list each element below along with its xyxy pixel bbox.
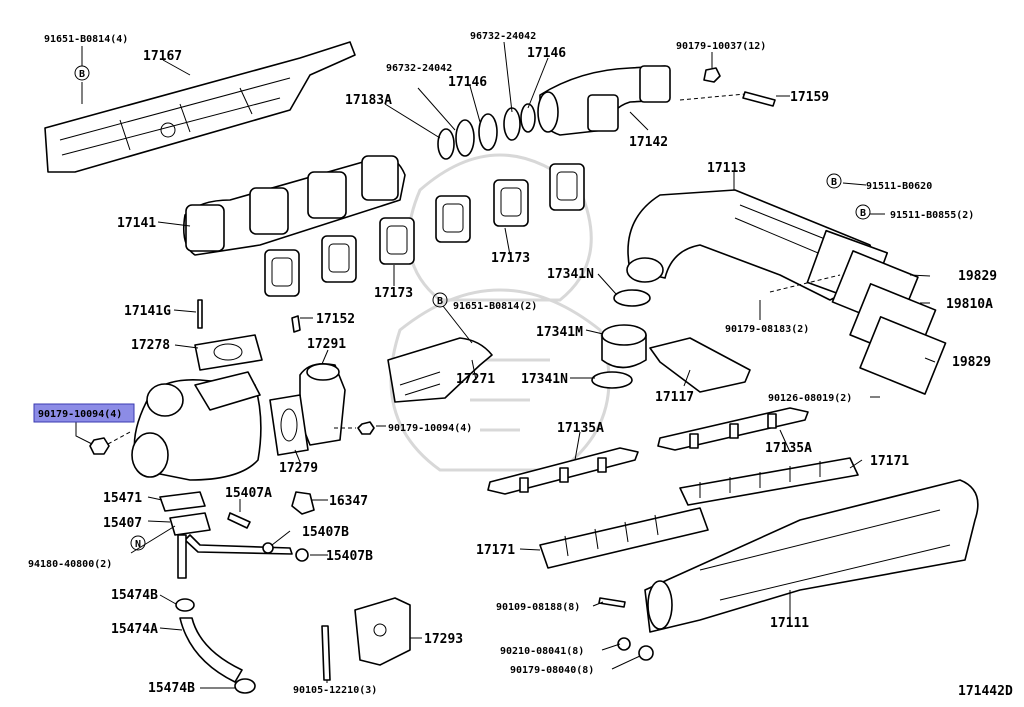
label-15407[interactable]: 15407 xyxy=(103,516,142,531)
stud-17159[interactable] xyxy=(679,67,776,107)
nut-90179-10094[interactable] xyxy=(89,421,375,455)
hose-17341m[interactable] xyxy=(591,289,651,389)
label-19810a[interactable]: 19810A xyxy=(946,297,993,312)
heat-insulator-17167[interactable] xyxy=(44,41,356,173)
label-15407b-a[interactable]: 15407B xyxy=(302,525,349,540)
label-17141g[interactable]: 17141G xyxy=(124,304,171,319)
turbocharger[interactable] xyxy=(131,371,262,481)
intake-gasket-17171-upper[interactable] xyxy=(679,457,859,506)
label-94180-40800[interactable]: 94180-40800(2) xyxy=(28,559,112,570)
b-marker-4: B xyxy=(860,208,866,219)
label-15474b-b[interactable]: 15474B xyxy=(148,681,195,696)
label-17111[interactable]: 17111 xyxy=(770,616,809,631)
label-17341n-a[interactable]: 17341N xyxy=(547,267,594,282)
label-17278[interactable]: 17278 xyxy=(131,338,170,353)
label-17113[interactable]: 17113 xyxy=(707,161,746,176)
bracket-17135a-left[interactable] xyxy=(487,447,639,495)
label-17141[interactable]: 17141 xyxy=(117,216,156,231)
label-17341n-b[interactable]: 17341N xyxy=(521,372,568,387)
label-17341m[interactable]: 17341M xyxy=(536,325,583,340)
plate-17117[interactable] xyxy=(649,337,751,393)
b-marker-1: B xyxy=(79,69,85,80)
label-17146-a[interactable]: 17146 xyxy=(527,46,566,61)
label-17173-a[interactable]: 17173 xyxy=(374,286,413,301)
label-96732-24042-a[interactable]: 96732-24042 xyxy=(470,31,536,42)
label-90179-08040[interactable]: 90179-08040(8) xyxy=(510,665,594,676)
gasket-rings-17146[interactable] xyxy=(437,103,536,160)
label-91651-b0814-mid[interactable]: 91651-B0814(2) xyxy=(453,301,537,312)
gasket-16347[interactable] xyxy=(291,491,315,515)
label-17171-b[interactable]: 17171 xyxy=(476,543,515,558)
label-91511-b0855[interactable]: 91511-B0855(2) xyxy=(890,210,974,221)
label-17152[interactable]: 17152 xyxy=(316,312,355,327)
selection-highlight xyxy=(33,403,135,423)
gasket-17278[interactable] xyxy=(194,334,263,371)
elbow-17291[interactable] xyxy=(299,362,346,446)
label-17279[interactable]: 17279 xyxy=(279,461,318,476)
label-15474b-a[interactable]: 15474B xyxy=(111,588,158,603)
label-17291[interactable]: 17291 xyxy=(307,337,346,352)
label-17271[interactable]: 17271 xyxy=(456,372,495,387)
part-labels: 91651-B0814(4) 17167 96732-24042 17146 9… xyxy=(28,31,1013,699)
studs-17141g-17152[interactable] xyxy=(197,299,301,333)
label-17173-b[interactable]: 17173 xyxy=(491,251,530,266)
intake-manifold-17111[interactable] xyxy=(644,479,979,633)
oil-pipe-15407[interactable] xyxy=(169,512,293,579)
oil-hose-15474[interactable] xyxy=(175,598,256,694)
label-17135a-a[interactable]: 17135A xyxy=(557,421,604,436)
gasket-17279[interactable] xyxy=(269,394,309,456)
label-90210-08041[interactable]: 90210-08041(8) xyxy=(500,646,584,657)
bracket-17135a-right[interactable] xyxy=(657,407,809,451)
gasket-15471[interactable] xyxy=(159,491,206,512)
label-17183a[interactable]: 17183A xyxy=(345,93,392,108)
label-96732-24042-b[interactable]: 96732-24042 xyxy=(386,63,452,74)
label-90109-08188[interactable]: 90109-08188(8) xyxy=(496,602,580,613)
label-17135a-b[interactable]: 17135A xyxy=(765,441,812,456)
label-90179-10094-selected[interactable]: 90179-10094(4) xyxy=(38,409,122,420)
manifold-gaskets-17173-left[interactable] xyxy=(264,217,415,297)
label-16347[interactable]: 16347 xyxy=(329,494,368,509)
bolts-15407a-15407b[interactable] xyxy=(227,512,309,562)
label-90179-08183[interactable]: 90179-08183(2) xyxy=(725,324,809,335)
label-90105-12210[interactable]: 90105-12210(3) xyxy=(293,685,377,696)
intake-gasket-17171-lower[interactable] xyxy=(539,507,709,569)
label-90179-10094-b[interactable]: 90179-10094(4) xyxy=(388,423,472,434)
manifold-gaskets-17173-right[interactable] xyxy=(435,163,585,243)
b-marker-3: B xyxy=(831,177,837,188)
label-19829-b[interactable]: 19829 xyxy=(952,355,991,370)
exhaust-manifold-17141[interactable] xyxy=(182,155,406,256)
label-17146-b[interactable]: 17146 xyxy=(448,75,487,90)
label-17159[interactable]: 17159 xyxy=(790,90,829,105)
label-17167[interactable]: 17167 xyxy=(143,49,182,64)
label-15407a[interactable]: 15407A xyxy=(225,486,272,501)
label-17293[interactable]: 17293 xyxy=(424,632,463,647)
leader-lines xyxy=(75,41,936,689)
label-15474a[interactable]: 15474A xyxy=(111,622,158,637)
b-marker-2: B xyxy=(437,296,443,307)
label-91511-b0620[interactable]: 91511-B0620 xyxy=(866,181,932,192)
studs-washers-nuts[interactable] xyxy=(598,597,654,661)
label-17142[interactable]: 17142 xyxy=(629,135,668,150)
heat-shield-17271[interactable] xyxy=(387,337,493,403)
label-90179-10037[interactable]: 90179-10037(12) xyxy=(676,41,766,52)
label-90126-08019[interactable]: 90126-08019(2) xyxy=(768,393,852,404)
label-17117[interactable]: 17117 xyxy=(655,390,694,405)
n-marker: N xyxy=(135,539,141,550)
label-19829-a[interactable]: 19829 xyxy=(958,269,997,284)
bracket-17293[interactable] xyxy=(321,597,411,681)
b-markers: B B B B N xyxy=(74,65,871,551)
label-17171-a[interactable]: 17171 xyxy=(870,454,909,469)
label-15471[interactable]: 15471 xyxy=(103,491,142,506)
gaskets-19829-19810a[interactable] xyxy=(769,250,947,395)
diagram-code: 171442D xyxy=(958,684,1013,699)
exhaust-pipe-17142[interactable] xyxy=(537,65,671,136)
label-15407b-b[interactable]: 15407B xyxy=(326,549,373,564)
label-91651-b0814-top[interactable]: 91651-B0814(4) xyxy=(44,34,128,45)
